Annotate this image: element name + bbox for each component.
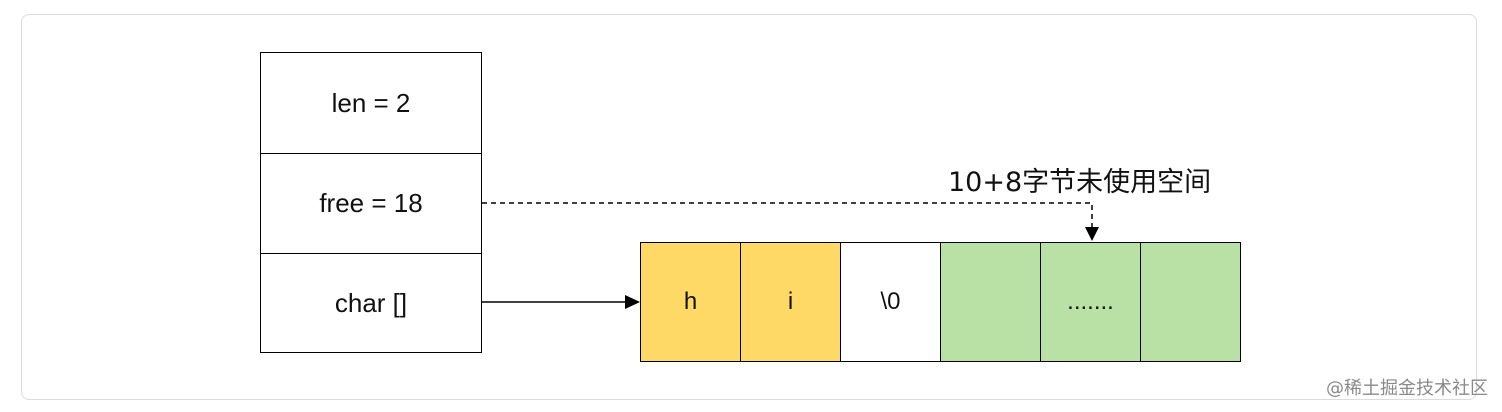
buffer-cell-i: i [740,242,841,362]
buffer-cell-unused-ellipsis: ....... [1040,242,1141,362]
buffer-cell-unused-2 [1140,242,1241,362]
buffer-cell-h: h [640,242,741,362]
len-field: len = 2 [331,87,411,118]
watermark-credit: @稀土掘金技术社区 [1326,378,1488,399]
buffer-cell-unused-1 [940,242,1041,362]
buf-field: char [] [261,253,481,353]
sds-struct: len = 2 free = 18 char [] [260,52,482,353]
buffer-cell-terminator: \0 [840,242,941,362]
free-field: free = 18 [261,153,481,253]
unused-space-label: 10+8字节未使用空间 [948,167,1212,198]
